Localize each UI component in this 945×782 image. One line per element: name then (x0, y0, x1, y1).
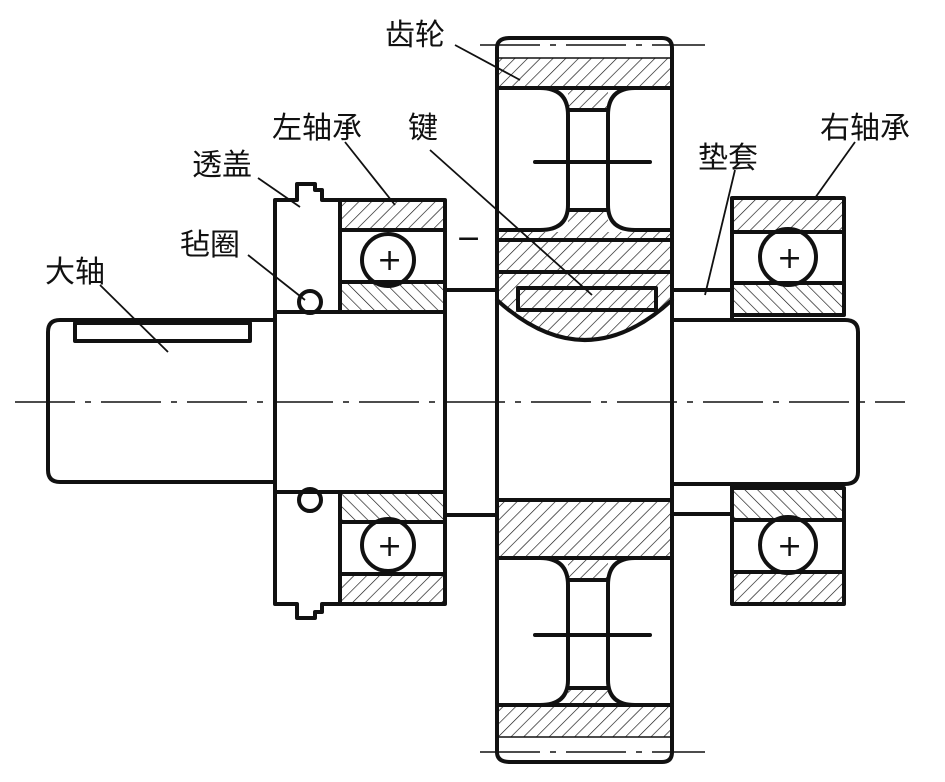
leader-spacer (704, 169, 736, 296)
label-right-bearing: 右轴承 (820, 111, 910, 146)
plus-mark-left-lower: + (377, 529, 402, 564)
label-cover: 透盖 (192, 148, 252, 183)
felt-ring-lower (297, 487, 323, 513)
leader-left-bearing (344, 141, 396, 206)
right-bearing-lower (730, 486, 846, 606)
left-bearing-lower (338, 490, 447, 606)
leader-right-bearing (814, 141, 856, 199)
spacer-lower (670, 482, 734, 516)
leader-felt-ring (247, 254, 306, 301)
gear (495, 36, 674, 764)
leader-gear (454, 44, 521, 81)
right-bearing-upper (730, 196, 846, 317)
leader-cover (257, 177, 301, 208)
label-felt-ring: 毡圈 (180, 228, 240, 263)
label-shaft: 大轴 (45, 255, 105, 290)
left-bearing-upper (338, 198, 447, 314)
leader-key (429, 149, 593, 296)
spacer-upper (670, 288, 734, 322)
leader-shaft (99, 284, 169, 353)
felt-ring-upper (297, 289, 323, 315)
label-spacer: 垫套 (698, 141, 758, 176)
plus-mark-right-upper: + (777, 241, 802, 276)
shaft-keyway (73, 321, 252, 343)
plus-mark-left-upper: + (377, 243, 402, 278)
label-gear: 齿轮 (385, 18, 445, 53)
minus-mark: − (456, 221, 481, 256)
end-cover (273, 182, 342, 620)
label-key: 键 (408, 111, 438, 146)
key (516, 286, 658, 312)
plus-mark-right-lower: + (777, 529, 802, 564)
label-left-bearing: 左轴承 (272, 111, 362, 146)
